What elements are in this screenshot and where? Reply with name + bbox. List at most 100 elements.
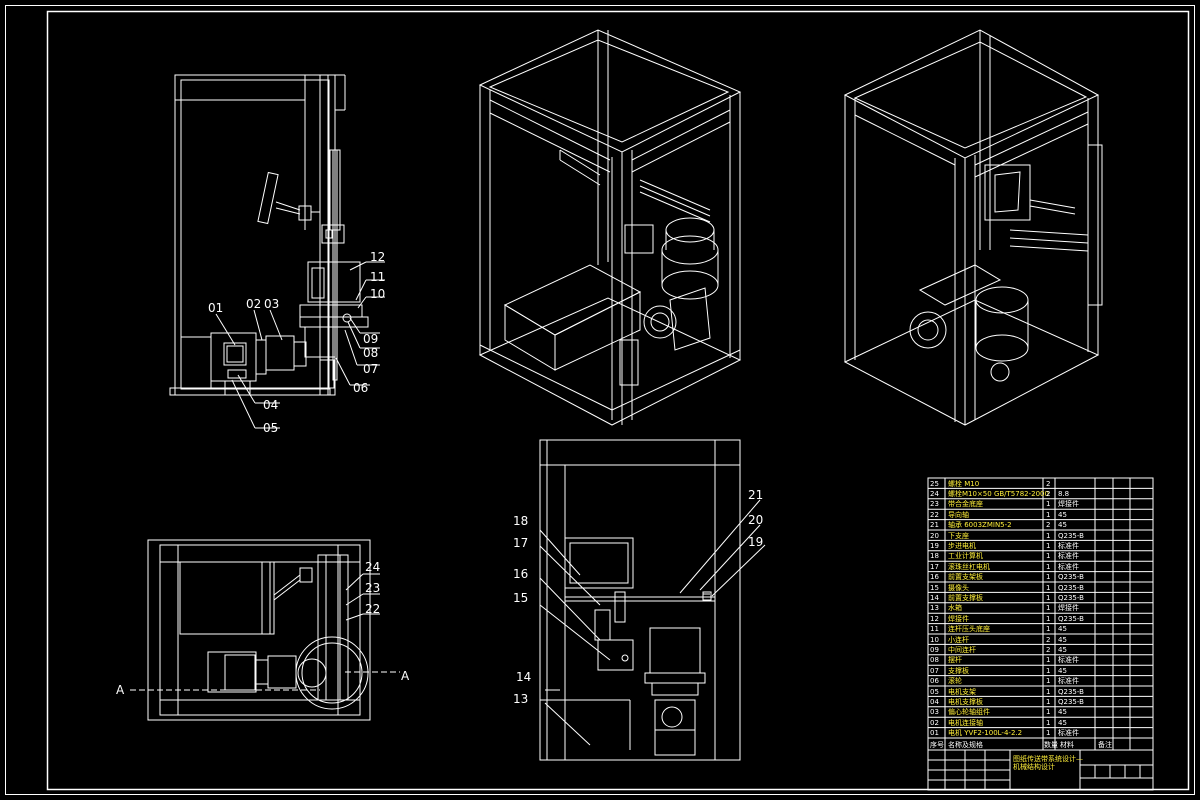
- bom-cell-qty: 1: [1046, 614, 1051, 623]
- callout-23: 23: [365, 581, 381, 595]
- bom-cell-name: 步进电机: [948, 541, 976, 550]
- bom-cell-material: 45: [1058, 521, 1067, 530]
- bom-cell-no: 01: [930, 729, 939, 738]
- bom-header-qty: 数量: [1044, 741, 1058, 749]
- bom-cell-material: 45: [1058, 708, 1067, 717]
- bom-cell-name: 摆杆: [948, 656, 962, 665]
- bom-cell-no: 09: [930, 645, 939, 654]
- callout-06: 06: [353, 381, 369, 395]
- bom-cell-no: 06: [930, 677, 939, 686]
- callout-17: 17: [513, 536, 529, 550]
- callout-05: 05: [263, 421, 279, 435]
- bom-cell-material: Q235-B: [1058, 531, 1084, 540]
- bom-cell-material: Q235-B: [1058, 593, 1084, 602]
- bom-cell-name: 电机支撑板: [948, 697, 983, 706]
- bom-cell-name: 偏心轮轴组件: [948, 708, 990, 717]
- callout-13: 13: [513, 692, 529, 706]
- bom-cell-material: 标准件: [1058, 552, 1079, 561]
- bom-cell-qty: 2: [1046, 635, 1051, 644]
- isometric-view-1: [478, 29, 742, 426]
- bom-cell-name: 焊接件: [948, 614, 969, 623]
- bom-cell-qty: 1: [1046, 718, 1051, 727]
- bom-cell-no: 17: [930, 562, 939, 571]
- bom-cell-name: 摄像头: [948, 583, 969, 592]
- title-block-title: 图纸传送带系统设计— 机械结构设计: [1013, 755, 1083, 771]
- bom-cell-qty: 1: [1046, 573, 1051, 582]
- bom-cell-qty: 1: [1046, 531, 1051, 540]
- callout-02: 02: [246, 297, 262, 311]
- bom-header-no: 序号: [930, 741, 944, 749]
- callout-07: 07: [363, 362, 379, 376]
- bom-cell-material: 8.8: [1058, 489, 1070, 498]
- bom-cell-material: 标准件: [1058, 677, 1079, 686]
- bom-cell-qty: 1: [1046, 687, 1051, 696]
- bom-cell-qty: 1: [1046, 583, 1051, 592]
- bom-cell-name: 工业计算机: [948, 552, 983, 561]
- callout-11: 11: [370, 270, 386, 284]
- bom-cell-material: 45: [1058, 666, 1067, 675]
- callout-21: 21: [748, 488, 764, 502]
- front-view: [539, 439, 766, 761]
- bom-cell-qty: 1: [1046, 552, 1051, 561]
- callout-01: 01: [208, 301, 224, 315]
- bom-cell-name: 前置支架板: [948, 573, 983, 582]
- bom-cell-name: 电机支架: [948, 687, 976, 696]
- bom-cell-no: 04: [930, 697, 939, 706]
- bom-cell-name: 螺栓 M10: [948, 479, 980, 488]
- bom-cell-qty: 1: [1046, 677, 1051, 686]
- bom-cell-qty: 2: [1046, 521, 1051, 530]
- bom-cell-no: 25: [930, 479, 939, 488]
- bom-cell-name: 轴承 6003ZMIN5-2: [948, 521, 1012, 530]
- bom-cell-qty: 1: [1046, 510, 1051, 519]
- bom-cell-name: 螺栓M10×50 GB/T5782-2000: [948, 489, 1049, 498]
- bom-header-material: 材料: [1060, 741, 1074, 749]
- bom-cell-name: 支撑板: [948, 666, 969, 675]
- callout-03: 03: [264, 297, 280, 311]
- bom-cell-qty: 2: [1046, 489, 1051, 498]
- callout-15: 15: [513, 591, 529, 605]
- callout-04: 04: [263, 398, 279, 412]
- bom-cell-no: 10: [930, 635, 939, 644]
- bom-cell-no: 16: [930, 573, 939, 582]
- bom-cell-material: Q235-B: [1058, 697, 1084, 706]
- bom-cell-name: 导向轴: [948, 510, 969, 519]
- bom-cell-material: 标准件: [1058, 729, 1079, 738]
- bom-cell-no: 14: [930, 593, 939, 602]
- bom-cell-material: 45: [1058, 718, 1067, 727]
- bom-cell-material: 标准件: [1058, 656, 1079, 665]
- bom-cell-material: 标准件: [1058, 562, 1079, 571]
- bom-cell-material: 45: [1058, 635, 1067, 644]
- bom-cell-no: 24: [930, 489, 939, 498]
- bom-cell-no: 02: [930, 718, 939, 727]
- bom-cell-material: 45: [1058, 510, 1067, 519]
- section-mark-right: A: [401, 669, 410, 683]
- bom-table: [927, 477, 1154, 791]
- bom-cell-name: 电机 YVF2-100L-4-2.2: [948, 729, 1023, 738]
- inner-border: [46, 10, 1190, 791]
- bom-header-note: 备注: [1098, 741, 1112, 749]
- bom-cell-no: 05: [930, 687, 939, 696]
- top-view: [130, 539, 400, 721]
- bom-cell-name: 水箱: [948, 604, 962, 613]
- bom-cell-qty: 1: [1046, 562, 1051, 571]
- bom-header-name: 名称及规格: [948, 741, 983, 749]
- bom-cell-qty: 1: [1046, 593, 1051, 602]
- callout-19: 19: [748, 535, 764, 549]
- bom-cell-no: 18: [930, 552, 939, 561]
- callout-20: 20: [748, 513, 764, 527]
- callout-12: 12: [370, 250, 386, 264]
- bom-cell-qty: 1: [1046, 708, 1051, 717]
- bom-cell-qty: 1: [1046, 625, 1051, 634]
- bom-cell-no: 21: [930, 521, 939, 530]
- bom-cell-no: 20: [930, 531, 939, 540]
- bom-cell-no: 11: [930, 625, 939, 634]
- bom-cell-qty: 2: [1046, 479, 1051, 488]
- bom-cell-name: 连杆压头底座: [948, 625, 990, 634]
- bom-cell-no: 03: [930, 708, 939, 717]
- callout-14: 14: [516, 670, 532, 684]
- callout-08: 08: [363, 346, 379, 360]
- callout-22: 22: [365, 602, 381, 616]
- bom-cell-no: 23: [930, 500, 939, 509]
- bom-cell-name: 中间连杆: [948, 645, 976, 654]
